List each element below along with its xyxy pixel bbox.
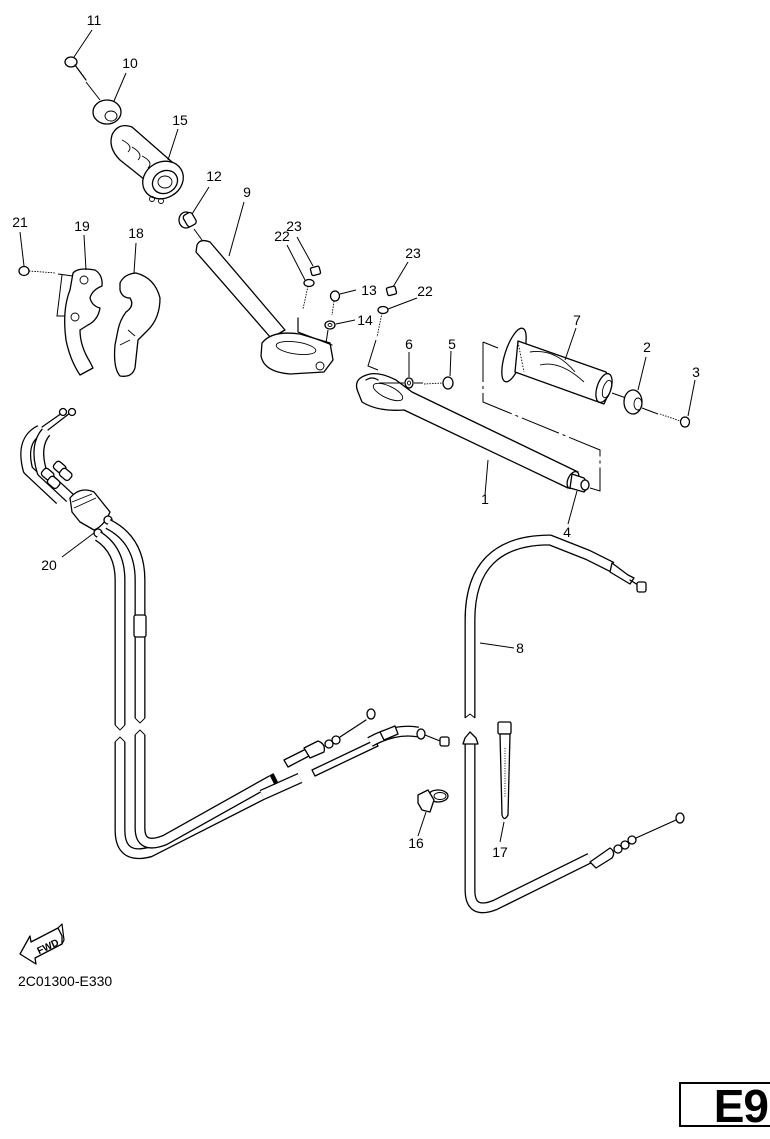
- callout-10[interactable]: 10: [122, 55, 138, 71]
- callout-22a[interactable]: 22: [274, 228, 290, 244]
- part-20-throttle-cables[interactable]: [20, 407, 450, 860]
- part-13-bolt[interactable]: [329, 290, 341, 316]
- callout-19[interactable]: 19: [74, 218, 90, 234]
- part-16-clamp[interactable]: [417, 789, 449, 813]
- callout-9[interactable]: 9: [243, 184, 251, 200]
- part-3-bolt[interactable]: [659, 413, 691, 428]
- part-2-weight[interactable]: [623, 389, 643, 415]
- leader-14: [335, 319, 356, 325]
- callout-5[interactable]: 5: [448, 336, 456, 352]
- callout-11[interactable]: 11: [87, 12, 102, 28]
- callout-22b[interactable]: 22: [417, 283, 433, 299]
- callout-labels: 11 10 15 12 9 21 19 18 23 22 13 14 23 22…: [12, 12, 700, 860]
- part-15-throttle-grip[interactable]: [110, 124, 190, 206]
- part-4-collar[interactable]: [569, 473, 590, 493]
- forward-arrow-icon: FWD: [19, 923, 65, 965]
- callout-2[interactable]: 2: [643, 339, 651, 355]
- leader-11: [73, 29, 93, 58]
- callout-1[interactable]: 1: [481, 491, 489, 507]
- part-5-bolt[interactable]: [423, 376, 454, 390]
- callout-16[interactable]: 16: [408, 835, 424, 851]
- part-9-handlebar-left[interactable]: [195, 239, 334, 375]
- leader-2: [637, 356, 647, 391]
- leader-23b: [392, 261, 409, 288]
- leader-13: [339, 289, 357, 295]
- callout-23a[interactable]: 23: [286, 218, 302, 234]
- leader-22b: [387, 297, 418, 310]
- part-14-washer[interactable]: [324, 320, 336, 330]
- leader-1: [484, 459, 489, 496]
- leader-7: [564, 327, 577, 361]
- callout-7[interactable]: 7: [573, 312, 581, 328]
- part-17-cable-tie[interactable]: [497, 721, 512, 820]
- callout-14[interactable]: 14: [357, 312, 373, 328]
- part-22-bolt-right[interactable]: [376, 305, 389, 338]
- leader-23a: [296, 236, 314, 267]
- callout-23b[interactable]: 23: [405, 245, 421, 261]
- callout-17[interactable]: 17: [492, 844, 508, 860]
- part-23-nut-left[interactable]: [309, 265, 322, 277]
- callout-13[interactable]: 13: [361, 282, 377, 298]
- callout-4[interactable]: 4: [563, 524, 571, 540]
- leader-10: [113, 72, 127, 102]
- callout-8[interactable]: 8: [516, 640, 524, 656]
- page-tag: E9: [679, 1080, 770, 1132]
- part-21-screw[interactable]: [18, 265, 57, 277]
- leader-18: [133, 242, 137, 274]
- callout-15[interactable]: 15: [172, 112, 188, 128]
- part-6-washer[interactable]: [404, 377, 414, 389]
- leader-19: [83, 234, 87, 271]
- leader-16: [417, 811, 427, 837]
- leader-12: [191, 186, 210, 215]
- leader-15: [167, 128, 179, 161]
- part-22-bolt-left[interactable]: [302, 278, 315, 310]
- callout-21[interactable]: 21: [12, 214, 28, 230]
- assembly-bracket: [482, 342, 601, 492]
- leader-17: [499, 821, 505, 843]
- leader-2-axis: [641, 407, 659, 415]
- part-1-handlebar-right[interactable]: [355, 372, 582, 491]
- leader-7-axis: [611, 392, 627, 399]
- part-23-nut-right[interactable]: [385, 285, 398, 297]
- callout-3[interactable]: 3: [692, 364, 700, 380]
- part-11-bolt[interactable]: [64, 56, 87, 81]
- callout-6[interactable]: 6: [405, 336, 413, 352]
- part-7-grip[interactable]: [482, 326, 615, 492]
- leader-22a: [286, 244, 306, 281]
- leader-21: [19, 231, 25, 267]
- page-tag-label: E9: [713, 1080, 769, 1132]
- leader-20: [61, 532, 95, 558]
- reference-code: 2C01300-E330: [18, 973, 112, 989]
- part-19-housing-lower[interactable]: [64, 268, 103, 376]
- leader-14-axis: [325, 329, 329, 344]
- leader-9: [228, 201, 245, 257]
- leader-5: [449, 350, 452, 377]
- callout-12[interactable]: 12: [206, 168, 222, 184]
- leader-8: [479, 642, 515, 649]
- leader-12-axis: [193, 228, 203, 241]
- part-12-collar[interactable]: [178, 211, 197, 229]
- part-10-weight[interactable]: [92, 99, 122, 125]
- leader-4: [567, 490, 578, 525]
- part-8-clutch-cable[interactable]: [462, 534, 685, 914]
- leader-11-axis: [85, 81, 101, 101]
- leader-3: [687, 379, 696, 417]
- callout-20[interactable]: 20: [41, 557, 57, 573]
- leader-22b-axis: [367, 339, 379, 371]
- callout-18[interactable]: 18: [128, 225, 144, 241]
- part-18-housing-upper[interactable]: [113, 272, 161, 377]
